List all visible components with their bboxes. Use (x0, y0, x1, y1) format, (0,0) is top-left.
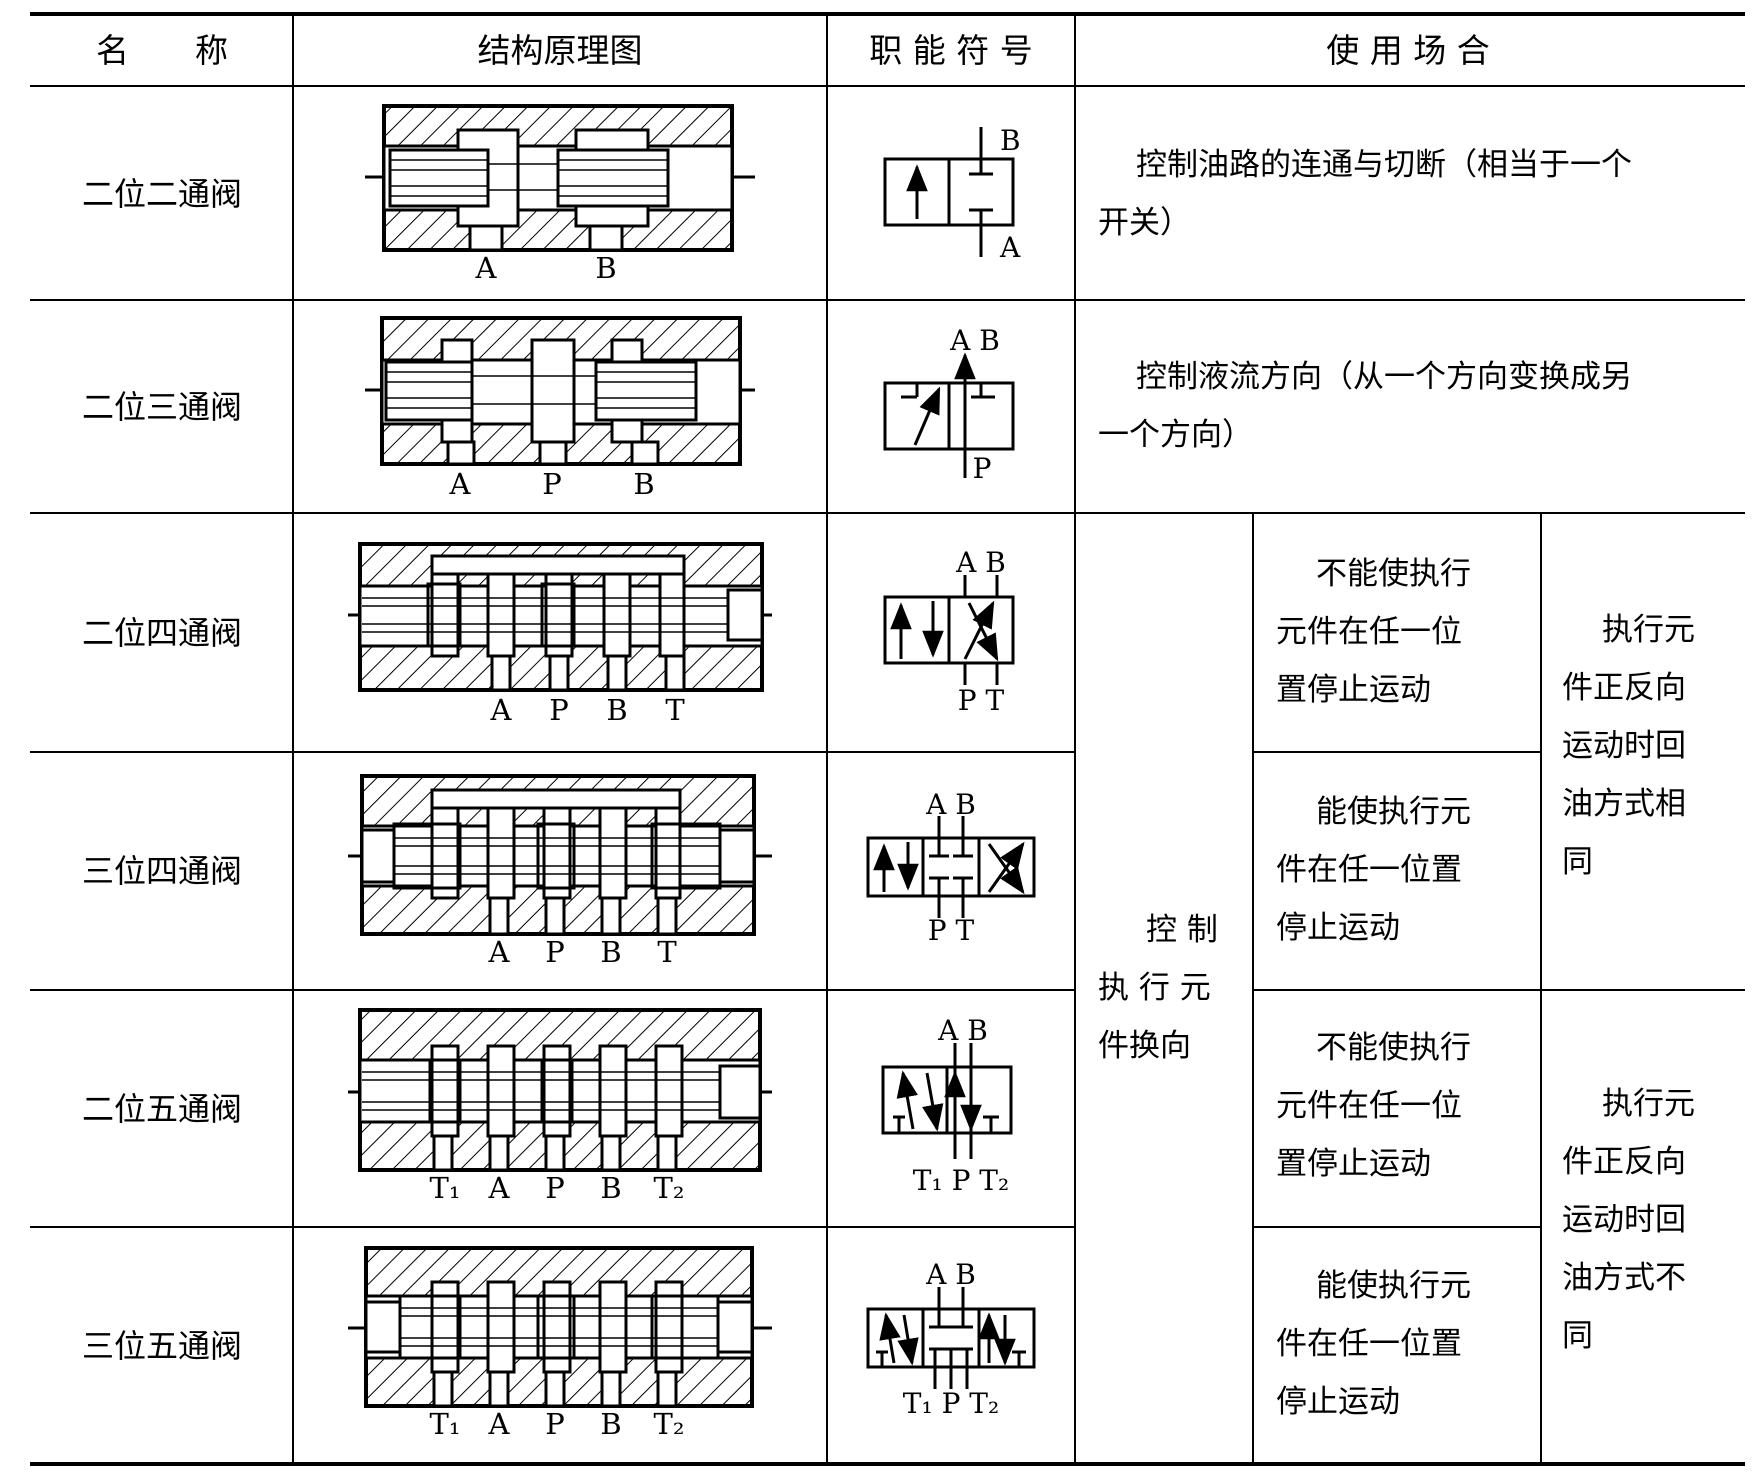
symbol-port-bottom: T₁ P T₂ (903, 1387, 999, 1420)
structure-diagram-2-5: T₁ A P B T₂ (348, 1008, 772, 1205)
header-name: 名 称 (96, 31, 228, 70)
usage-sub-text: 停止运动 (1276, 910, 1400, 946)
row-name: 二位四通阀 (82, 614, 242, 652)
structure-diagram-3-4: A P B T (348, 774, 772, 969)
usage-return-text: 油方式相 (1562, 786, 1686, 822)
symbol-2-2: B A (883, 124, 1021, 264)
symbol-port-top: A B (937, 1014, 988, 1047)
row-name: 三位五通阀 (82, 1327, 242, 1365)
usage-sub-text: 不能使执行 (1316, 556, 1471, 592)
port-label: P (545, 1171, 565, 1205)
symbol-port-bottom: A (999, 231, 1021, 264)
port-label: P (542, 467, 562, 501)
usage-sub-text: 停止运动 (1276, 1384, 1400, 1420)
usage-sub-text: 件在任一位置 (1276, 1326, 1462, 1362)
usage-text: 一个方向） (1098, 417, 1253, 453)
usage-return-text: 同 (1562, 1318, 1593, 1354)
usage-main-text: 控 制 (1146, 912, 1218, 948)
symbol-2-4: A B P T (883, 546, 1015, 717)
port-label: T₁ (430, 1171, 461, 1205)
usage-return-text: 执行元 (1602, 1086, 1695, 1122)
symbol-port-top: B (1000, 124, 1021, 157)
port-label: T (665, 693, 685, 727)
header-usage: 使 用 场 合 (1326, 31, 1489, 70)
port-label: A (488, 1407, 511, 1441)
row-name: 二位五通阀 (82, 1090, 242, 1128)
port-label: P (545, 1407, 565, 1441)
port-label: P (549, 693, 569, 727)
port-label: T₂ (654, 1407, 685, 1441)
port-label: A (488, 1171, 511, 1205)
symbol-port-bottom: P T (958, 684, 1005, 717)
structure-diagram-2-4: A P B T (348, 542, 772, 727)
usage-return-text: 油方式不 (1562, 1260, 1686, 1296)
port-label: P (545, 935, 565, 969)
port-label: B (606, 693, 627, 727)
usage-return-text: 执行元 (1602, 612, 1695, 648)
usage-return-text: 运动时回 (1562, 728, 1686, 764)
symbol-port-bottom: T₁ P T₂ (913, 1164, 1009, 1197)
symbol-port-top: A B (955, 546, 1006, 579)
usage-return-text: 同 (1562, 844, 1593, 880)
port-label: B (600, 935, 621, 969)
port-label: T₁ (430, 1407, 461, 1441)
symbol-port-top: A B (925, 788, 976, 821)
symbol-port-bottom: P T (928, 914, 975, 947)
usage-column: 控制油路的连通与切断（相当于一个 开关） 控制液流方向（从一个方向变换成另 一个… (1098, 147, 1695, 1420)
usage-return-text: 件正反向 (1562, 1144, 1686, 1180)
usage-sub-text: 能使执行元 (1316, 794, 1471, 830)
usage-return-text: 运动时回 (1562, 1202, 1686, 1238)
usage-sub-text: 件在任一位置 (1276, 852, 1462, 888)
port-label: B (595, 251, 616, 285)
port-label: A (449, 467, 472, 501)
structure-diagram-2-2: A B (365, 104, 755, 285)
name-column: 二位二通阀 二位三通阀 二位四通阀 三位四通阀 二位五通阀 三位五通阀 (82, 175, 242, 1365)
usage-sub-text: 不能使执行 (1316, 1030, 1471, 1066)
symbol-3-5: A B T₁ P T₂ (866, 1258, 1036, 1420)
symbol-2-3: A B P (883, 324, 1015, 485)
usage-text: 控制油路的连通与切断（相当于一个 (1136, 147, 1632, 183)
port-label: T₂ (654, 1171, 685, 1205)
row-name: 二位二通阀 (82, 175, 242, 213)
usage-sub-text: 置停止运动 (1276, 1146, 1431, 1182)
structure-diagram-2-3: A P B (365, 316, 755, 501)
symbol-3-4: A B P T (866, 788, 1036, 947)
usage-text: 开关） (1098, 205, 1191, 241)
symbol-port-bottom: P (973, 452, 992, 485)
port-label: A (475, 251, 498, 285)
usage-sub-text: 元件在任一位 (1276, 614, 1462, 650)
port-label: T (657, 935, 677, 969)
usage-main-text: 执 行 元 (1098, 970, 1211, 1006)
row-name: 三位四通阀 (82, 852, 242, 890)
table-header: 名 称 结构原理图 职 能 符 号 使 用 场 合 (96, 31, 1490, 70)
usage-sub-text: 元件在任一位 (1276, 1088, 1462, 1124)
usage-text: 控制液流方向（从一个方向变换成另 (1136, 359, 1632, 395)
row-name: 二位三通阀 (82, 388, 242, 426)
port-label: A (488, 935, 511, 969)
port-label: B (600, 1171, 621, 1205)
port-label: A (490, 693, 513, 727)
usage-main-text: 件换向 (1098, 1028, 1191, 1064)
symbol-port-top: A B (949, 324, 1000, 357)
usage-return-text: 件正反向 (1562, 670, 1686, 706)
port-label: B (633, 467, 654, 501)
symbol-port-top: A B (925, 1258, 976, 1291)
structure-diagram-3-5: T₁ A P B T₂ (348, 1246, 772, 1441)
header-structure: 结构原理图 (478, 31, 643, 70)
symbol-2-5: A B T₁ P T₂ (881, 1014, 1013, 1197)
port-label: B (600, 1407, 621, 1441)
usage-sub-text: 能使执行元 (1316, 1268, 1471, 1304)
table-grid (30, 12, 1745, 1466)
header-symbol: 职 能 符 号 (869, 31, 1032, 70)
usage-sub-text: 置停止运动 (1276, 672, 1431, 708)
